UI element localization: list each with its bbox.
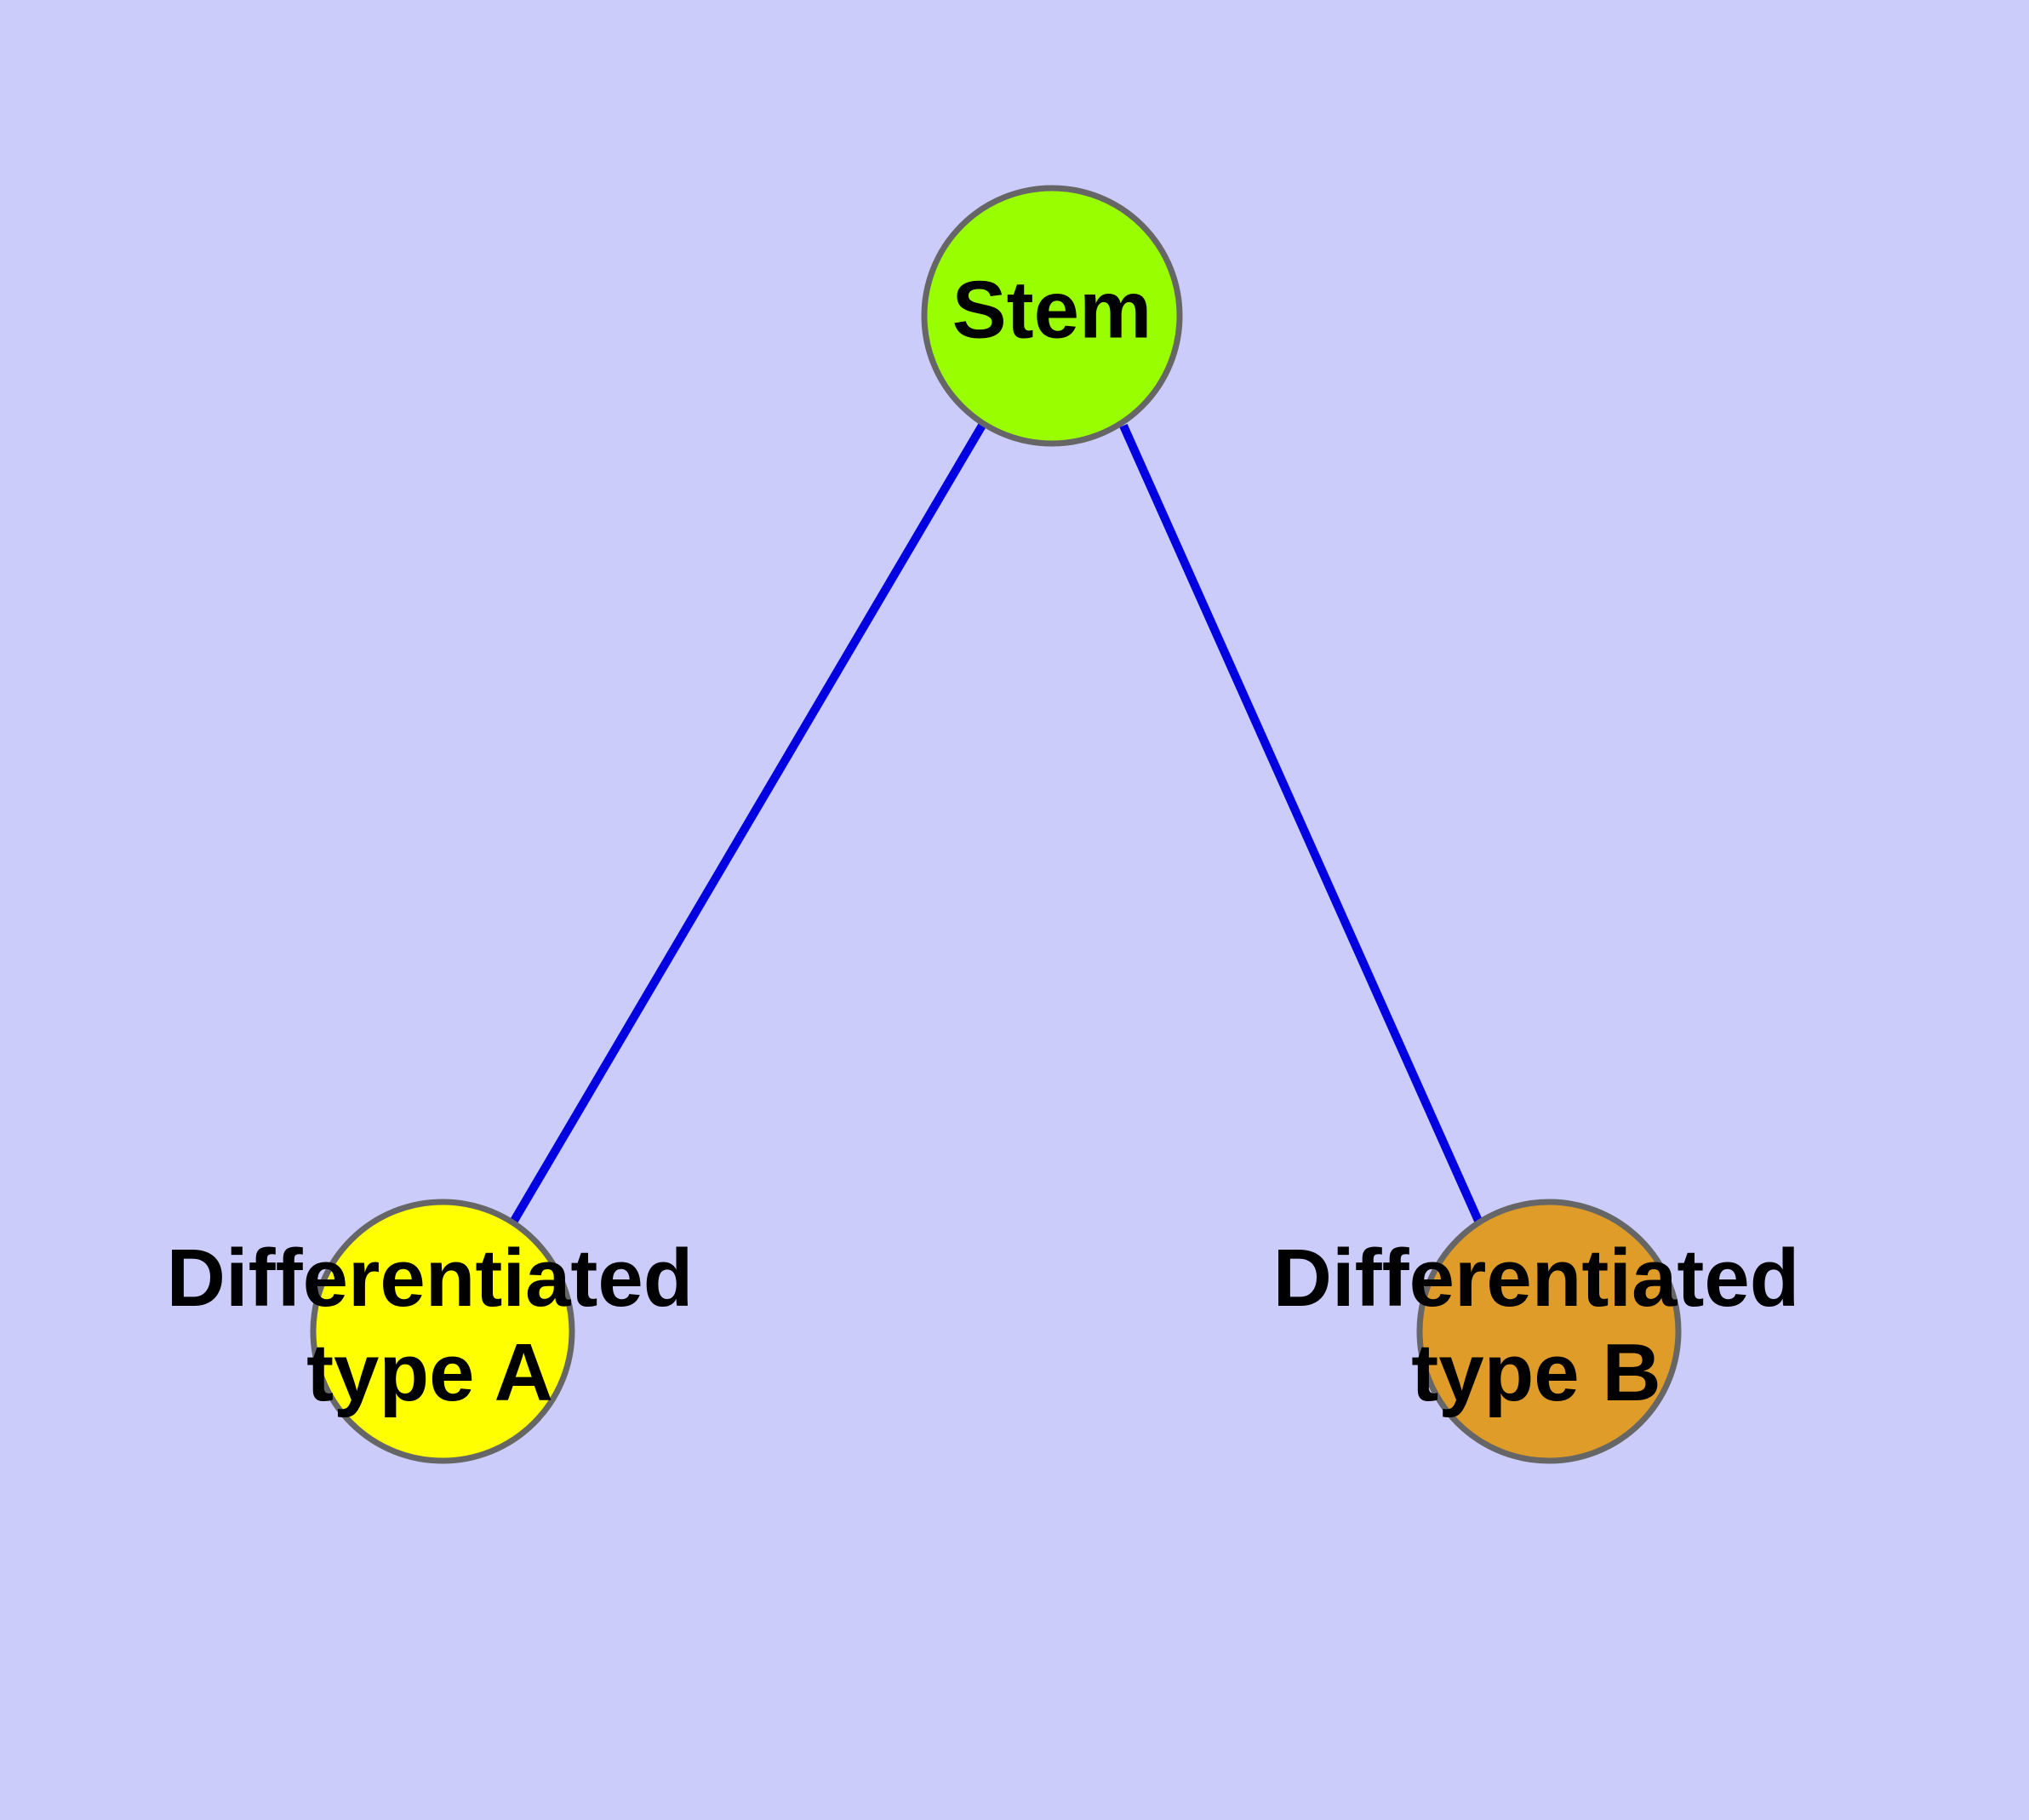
- node-diff-b[interactable]: [1416, 1199, 1682, 1464]
- node-diff-b-label-line1: Differentiated: [1273, 1233, 1800, 1324]
- node-diff-b-circle[interactable]: [1416, 1199, 1682, 1464]
- node-stem-circle[interactable]: [921, 185, 1183, 447]
- node-diff-a-label-line1: Differentiated: [167, 1233, 694, 1324]
- node-layer: [310, 185, 1682, 1464]
- label-layer: Stem Differentiated type A Differentiate…: [167, 264, 1800, 1418]
- node-diff-a-circle[interactable]: [310, 1199, 575, 1464]
- edge-stem-to-diff-b[interactable]: [1119, 423, 1483, 1223]
- node-diff-a[interactable]: [310, 1199, 575, 1464]
- node-stem[interactable]: [921, 185, 1183, 447]
- edge-stem-to-diff-a[interactable]: [510, 421, 987, 1223]
- node-stem-label: Stem: [952, 264, 1152, 355]
- node-diff-b-label-line2: type B: [1411, 1327, 1660, 1418]
- edge-layer: [510, 421, 1483, 1223]
- node-diff-a-label-line2: type A: [306, 1327, 553, 1418]
